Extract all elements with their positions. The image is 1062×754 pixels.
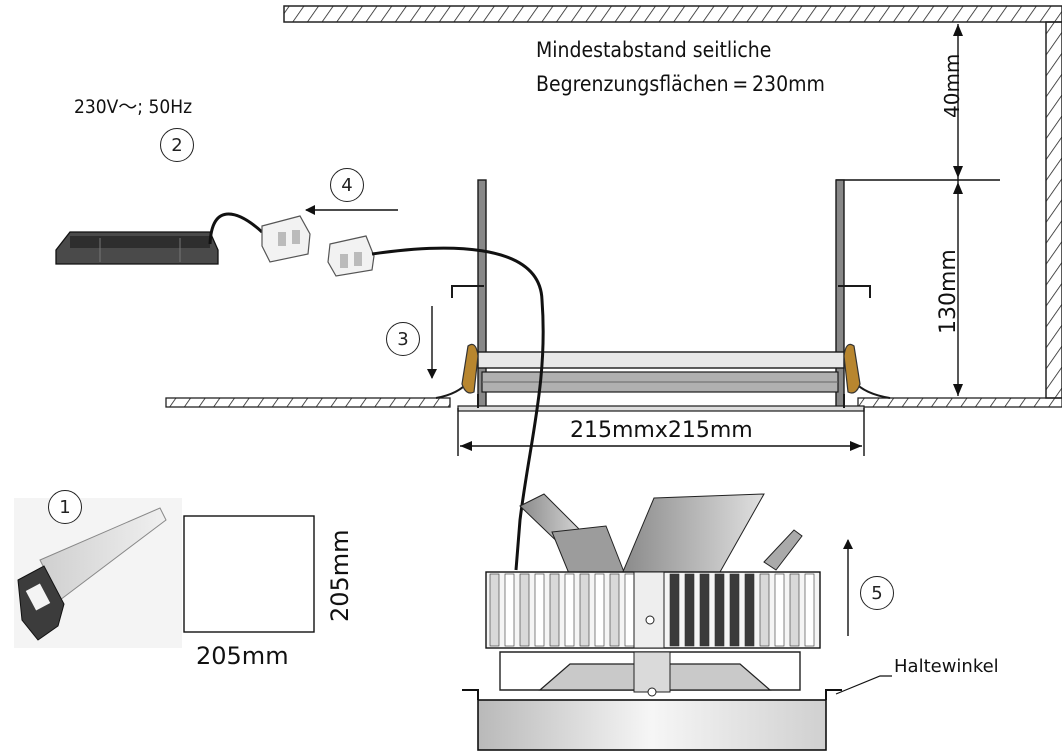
heatsink-fin (504, 573, 515, 647)
bracket-label: Haltewinkel (894, 656, 999, 677)
voltage-label: 230V～; 50Hz (74, 96, 193, 118)
step-2-badge: 2 (160, 128, 194, 162)
ceiling-board-right (857, 397, 1062, 408)
heatsink-fin (609, 573, 620, 647)
dimension-opening (457, 408, 865, 456)
saw-illustration (14, 498, 182, 648)
heatsink-fin (624, 573, 635, 647)
led-driver (55, 231, 219, 265)
opening-dimension-label: 215mmx215mm (570, 418, 753, 443)
heatsink-fin (564, 573, 575, 647)
heatsink-fin (744, 573, 755, 647)
connector-plug-driver (261, 215, 311, 263)
heatsink-fin (714, 573, 725, 647)
heatsink-fin (669, 573, 680, 647)
heatsink-fin (684, 573, 695, 647)
driver-cable (208, 212, 264, 245)
heatsink-fin (489, 573, 500, 647)
spring-clip-left (461, 343, 479, 394)
lamp-cable (371, 246, 545, 571)
dimension-40-label: 40mm (940, 53, 964, 118)
heatsink-fin (804, 573, 815, 647)
side-wall (1045, 21, 1062, 399)
led-module (462, 493, 842, 751)
spring-clip-right (843, 343, 861, 394)
min-distance-line1: Mindestabstand seitliche (536, 38, 772, 62)
cutout-template (183, 515, 315, 633)
dimension-vertical (836, 24, 1000, 396)
min-distance-line2: Begrenzungsflächen = 230mm (536, 72, 825, 96)
ceiling-slab (283, 5, 1062, 23)
heatsink-fin (549, 573, 560, 647)
heatsink-fin (789, 573, 800, 647)
cutout-width-label: 205mm (196, 642, 289, 670)
heatsink-fin (594, 573, 605, 647)
heatsink-fin (759, 573, 770, 647)
ceiling-board-left (165, 397, 451, 408)
heatsink-fin (729, 573, 740, 647)
connector-plug-lamp (327, 235, 375, 277)
step-3-badge: 3 (386, 322, 420, 356)
step-5-badge: 5 (860, 576, 894, 610)
bracket-leader-line (835, 675, 892, 695)
heatsink-fin (699, 573, 710, 647)
mounting-housing (435, 179, 891, 412)
cutout-height-label: 205mm (326, 529, 354, 622)
heatsink-fin (519, 573, 530, 647)
dimension-130-label: 130mm (936, 249, 961, 334)
heatsink-fin (534, 573, 545, 647)
step-4-badge: 4 (330, 168, 364, 202)
heatsink-fin (774, 573, 785, 647)
step-1-badge: 1 (48, 490, 82, 524)
heatsink-fin (579, 573, 590, 647)
